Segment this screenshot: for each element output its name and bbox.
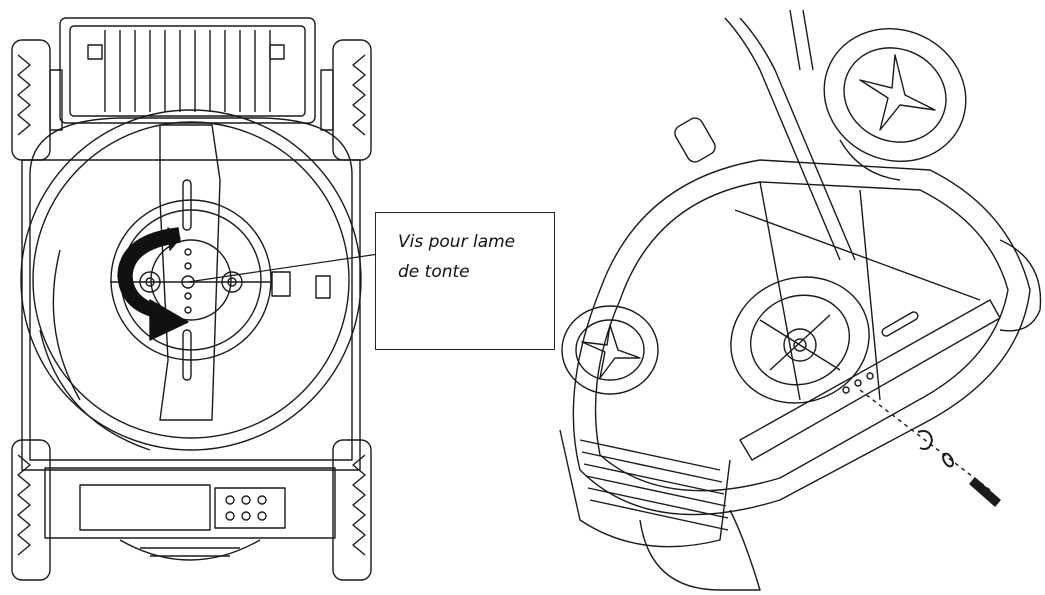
front-wheel-right: [332, 439, 372, 581]
rear-wheel-left: [11, 39, 63, 161]
leader-line: [187, 251, 393, 283]
rear-wheel-right: [320, 39, 372, 161]
exploded-bolt-parts: [859, 389, 1001, 507]
callout-line-2: de tonte: [398, 262, 470, 282]
callout-line-1: Vis pour lame: [398, 232, 516, 252]
right-mower-tilted: [559, 9, 1042, 591]
cutting-blade: [159, 124, 221, 421]
tilted-deck: [572, 159, 1031, 516]
front-wheel-left: [11, 439, 51, 581]
lower-wheels: [639, 239, 1042, 591]
front-bumper: [44, 467, 336, 561]
front-grille: [559, 429, 731, 548]
tilted-blade: [739, 299, 1001, 461]
left-mower-underside: [11, 17, 372, 581]
mower-deck: [20, 109, 362, 471]
rear-housing: [59, 17, 316, 124]
callout-label: Vis pour lame de tonte: [398, 227, 548, 287]
upper-wheel: [823, 27, 967, 181]
left-wheel-tilted: [561, 305, 659, 395]
motor-hub: [110, 199, 331, 361]
rotation-arrow: [117, 227, 189, 341]
callout-box: Vis pour lame de tonte: [375, 212, 555, 350]
tilted-motor-hub: [730, 276, 870, 404]
handle-bar: [674, 9, 856, 261]
